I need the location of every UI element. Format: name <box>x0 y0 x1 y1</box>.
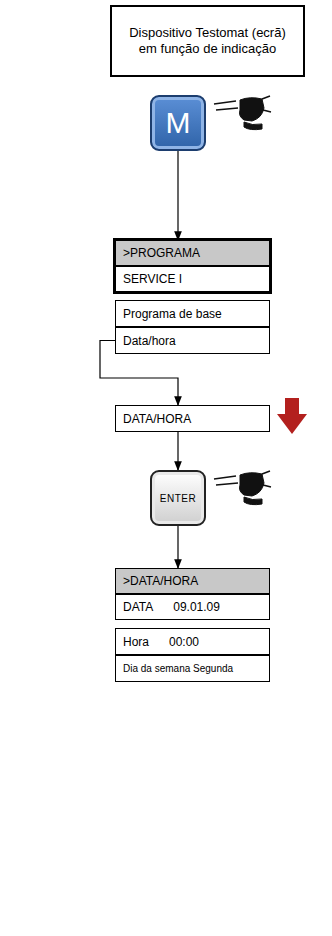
node-text: 00:00 <box>169 635 199 649</box>
node-text: DATA/HORA <box>123 412 191 426</box>
node-text: Programa de base <box>123 307 222 321</box>
menu-header: >DATA/HORA <box>115 568 270 594</box>
node-text: >PROGRAMA <box>123 246 200 260</box>
flow-arrow <box>177 432 178 470</box>
node-text: DATA <box>123 600 153 614</box>
menu-row: Programa de base <box>115 300 270 327</box>
red-down-arrow <box>277 398 307 434</box>
menu-key: M <box>150 95 206 151</box>
node-text: >DATA/HORA <box>123 574 198 588</box>
title-box: Dispositivo Testomat (ecrã) em função de… <box>110 5 305 77</box>
pointing-hand <box>214 471 271 505</box>
enter-key: ENTER <box>150 470 206 526</box>
menu-row: Dia da semana Segunda <box>115 655 270 682</box>
flow-arrow <box>177 151 178 240</box>
menu-row: DATA 09.01.09 <box>115 594 270 620</box>
menu-item-box: DATA/HORA <box>115 405 270 432</box>
node-text: Dispositivo Testomat (ecrã) em função de… <box>120 25 295 57</box>
node-text: SERVICE I <box>123 272 182 286</box>
flow-arrow <box>177 526 178 568</box>
node-text: M <box>166 106 191 140</box>
node-text: ENTER <box>160 493 196 504</box>
node-text: Data/hora <box>123 334 176 348</box>
menu-row: SERVICE I <box>115 266 270 292</box>
menu-row: Data/hora <box>115 327 270 354</box>
node-text: 09.01.09 <box>173 600 220 614</box>
pointing-hand <box>214 96 271 130</box>
node-text: Hora <box>123 635 149 649</box>
menu-row: Hora 00:00 <box>115 628 270 655</box>
menu-frame <box>114 239 271 293</box>
menu-header: >PROGRAMA <box>115 240 270 266</box>
node-text: Dia da semana Segunda <box>123 663 233 674</box>
